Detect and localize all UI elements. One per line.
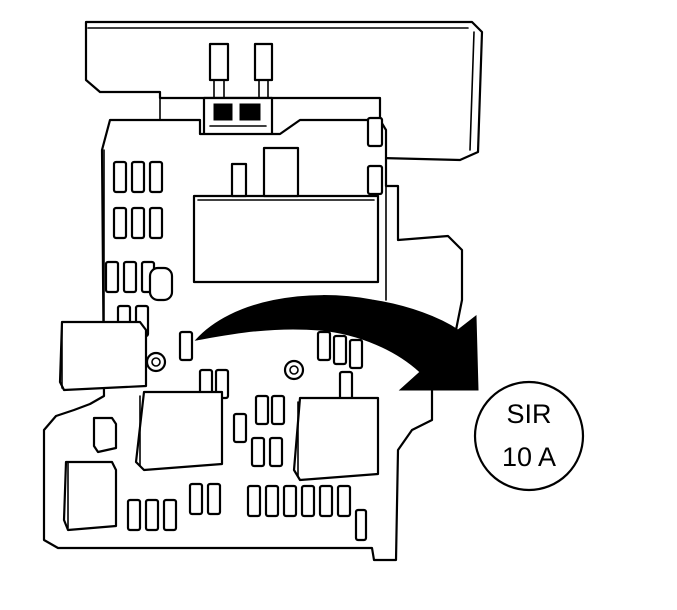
fuse-name-label: SIR: [506, 399, 551, 429]
mini-fuse-row-bottom: [126, 482, 368, 542]
mini-fuse-column-right: [366, 116, 384, 196]
relay-left: [58, 320, 148, 392]
mounting-bolts: [145, 351, 305, 381]
relay-large-top: [192, 146, 380, 284]
location-arrow: [194, 295, 479, 391]
relay-center: [134, 390, 224, 472]
fuse-callout: SIR 10 A: [473, 380, 585, 492]
fuse-rating-label: 10 A: [502, 442, 556, 472]
cover-latch-tabs: [208, 42, 274, 99]
relay-small-lower-left: [62, 416, 118, 532]
relay-right: [292, 396, 380, 482]
mini-fuse-cluster-center: [232, 394, 286, 468]
